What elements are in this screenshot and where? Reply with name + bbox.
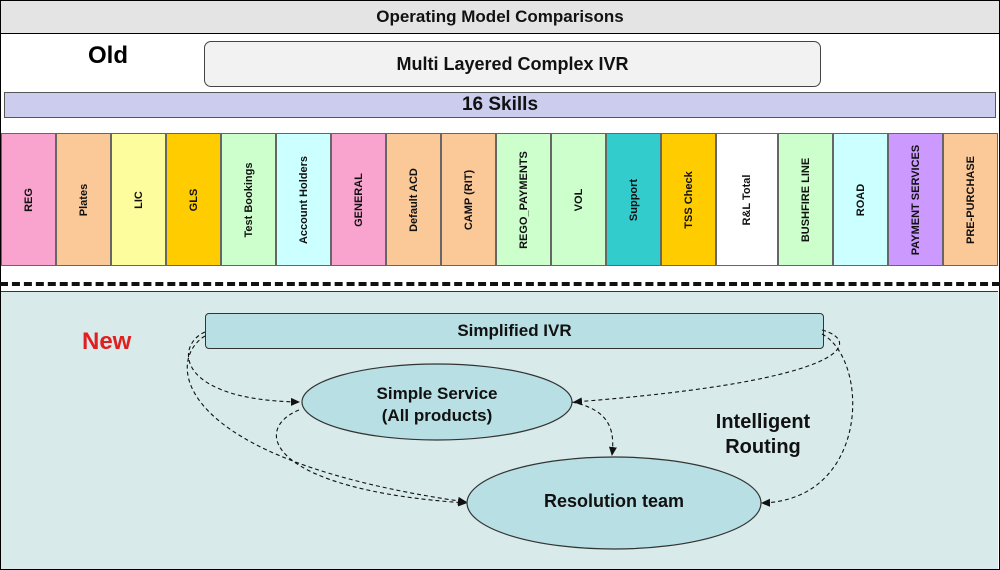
skill-column: PRE-PURCHASE <box>943 133 998 266</box>
simplified-ivr-box: Simplified IVR <box>205 313 824 349</box>
skill-column: REG <box>1 133 56 266</box>
simple-service-line1: Simple Service <box>376 384 498 403</box>
skill-column: CAMP (RIT) <box>441 133 496 266</box>
arrow-ivr-to-resolution-right <box>761 333 854 507</box>
resolution-team-ellipse <box>466 456 762 550</box>
routing-line2: Routing <box>725 436 801 458</box>
resolution-team-label: Resolution team <box>543 491 685 511</box>
simple-service-line2: (All products) <box>381 406 493 426</box>
skill-column: Account Holders <box>276 133 331 266</box>
skill-column: VOL <box>551 133 606 266</box>
arrow-simple-to-resolution-right <box>571 401 617 456</box>
skill-column: GENERAL <box>331 133 386 266</box>
intelligent-routing-label: Intelligent Routing <box>698 410 828 460</box>
skill-column: PAYMENT SERVICES <box>888 133 943 266</box>
skill-column: R&L Total <box>716 133 778 266</box>
skill-column: TSS Check <box>661 133 716 266</box>
skill-column: Support <box>606 133 661 266</box>
simple-service-text: Simple Service (All products) <box>337 383 537 427</box>
skill-column: LIC <box>111 133 166 266</box>
skill-column: BUSHFIRE LINE <box>778 133 833 266</box>
diagram-title: Operating Model Comparisons <box>1 1 999 34</box>
old-model-label: Old <box>88 42 128 69</box>
skills-count-bar: 16 Skills <box>4 92 996 118</box>
skill-column: GLS <box>166 133 221 266</box>
arrow-simple-to-resolution-left <box>275 409 467 507</box>
skill-column: Test Bookings <box>221 133 276 266</box>
skill-column: Plates <box>56 133 111 266</box>
skill-column: REGO_PAYMENTS <box>496 133 551 266</box>
skill-column: Default ACD <box>386 133 441 266</box>
new-model-label: New <box>82 328 132 355</box>
complex-ivr-box: Multi Layered Complex IVR <box>204 41 821 87</box>
arrow-ivr-to-simple-right <box>573 329 841 406</box>
skill-column: ROAD <box>833 133 888 266</box>
routing-line1: Intelligent <box>715 411 811 433</box>
arrow-ivr-to-simple-left <box>187 331 300 406</box>
divider-dashed-line <box>0 282 1000 286</box>
